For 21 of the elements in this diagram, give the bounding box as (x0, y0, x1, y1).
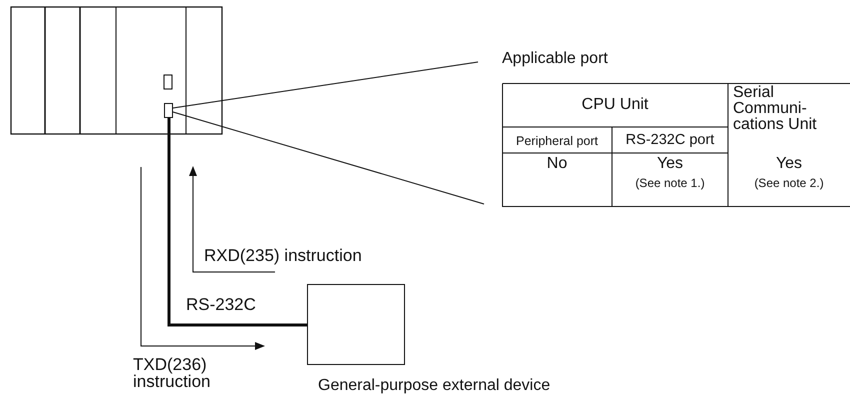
device-caption: General-purpose external device (318, 377, 550, 394)
edge-label: RXD(235) instruction (204, 247, 362, 264)
note-text: (See note 2.) (753, 175, 825, 192)
cable-line (168, 118, 307, 326)
edge-label: TXD(236) instruction (133, 356, 208, 390)
arrow (189, 166, 276, 272)
table-text: Yes (774, 155, 804, 172)
table-title: Applicable port (502, 50, 608, 67)
note-text: (See note 1.) (634, 175, 706, 192)
port-connector (164, 103, 173, 118)
edge-label: RS-232C (186, 296, 256, 313)
header-text: Peripheral port (515, 133, 599, 150)
header-text: CPU Unit (580, 96, 650, 113)
header-text: Serial Communi-cations Unit (732, 85, 818, 133)
table-text: No (546, 155, 568, 172)
device-box (307, 284, 405, 365)
leader-line (172, 112, 484, 204)
table-text: Yes (656, 155, 684, 172)
header-text: RS-232C port (624, 132, 716, 149)
arrow (140, 166, 265, 350)
leader-line (172, 62, 478, 108)
